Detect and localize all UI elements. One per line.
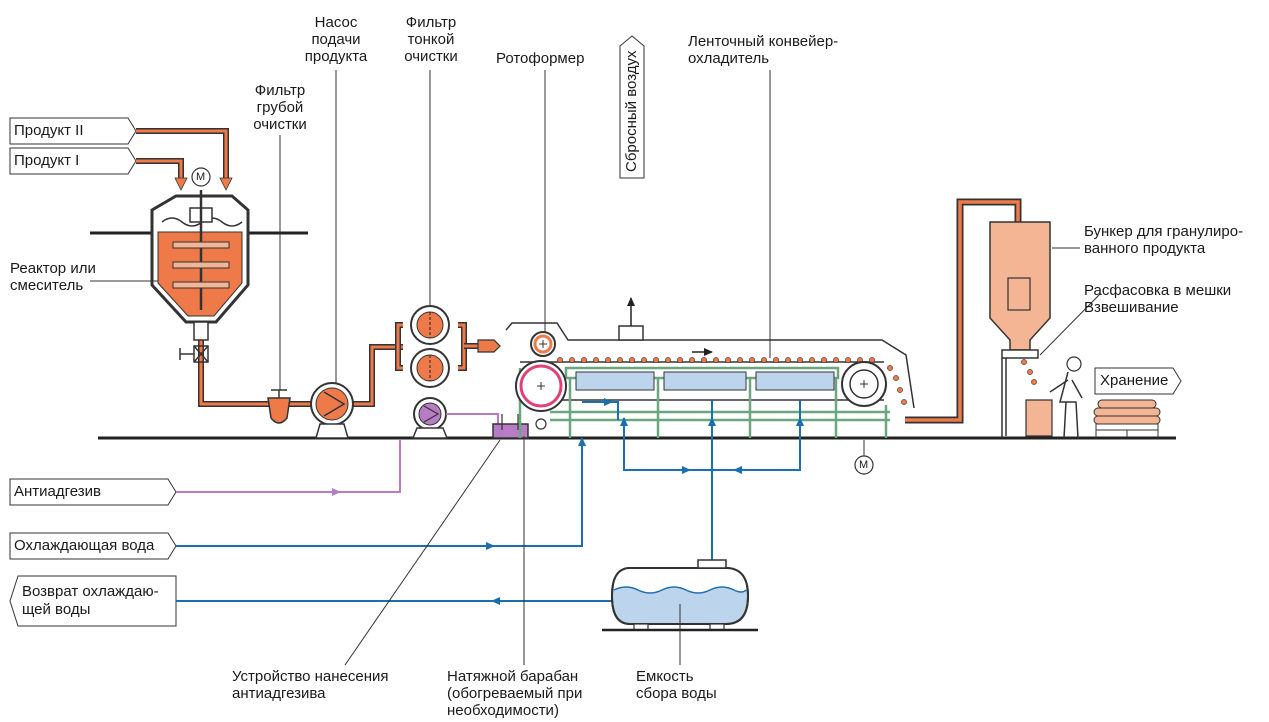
label-packing: Расфасовка в мешки Взвешивание [1084,282,1232,316]
antiadhesive-pump [411,397,449,439]
label-exhaust-air: Сбросный воздух [623,50,640,173]
label-cooling-water: Охлаждающая вода [14,537,155,554]
tag-return-water [9,575,177,627]
tag-product1 [9,147,137,175]
antiadhesive-tray [492,423,529,439]
antiadhesive-line [176,440,401,493]
conveyor-housing [505,322,915,409]
label-pump: Насос подачи продукта [304,14,368,65]
label-product1: Продукт I [14,152,80,169]
bunker [989,221,1051,438]
label-conveyor: Ленточный конвейер- охладитель [688,33,839,67]
arrow-product1 [174,177,188,191]
tag-product2 [9,117,137,145]
label-applicator: Устройство нанесения антиадгезива [232,668,389,702]
tag-exhaust-air [619,35,645,179]
label-fine-filter: Фильтр тонкой очистки [404,14,458,65]
label-bunker: Бункер для гранулиро- ванного продукта [1084,223,1244,257]
label-coarse-filter: Фильтр грубой очистки [253,82,307,133]
label-product2: Продукт II [14,122,84,139]
leader-lines [90,70,1101,666]
rotoformer [530,331,556,357]
exhaust-stub [618,325,644,341]
tag-antiadhesive [9,478,177,506]
label-tension-drum: Натяжной барабан (обогреваемый при необх… [447,668,583,719]
bag-and-worker [1025,356,1083,439]
water-tank [602,559,758,632]
label-rotoformer: Ротоформер [496,50,585,67]
label-water-tank: Емкость сбора воды [636,668,717,702]
tag-storage [1094,367,1182,395]
label-storage: Хранение [1100,372,1169,389]
storage-pallet [1093,399,1161,438]
product-pump [310,382,354,439]
label-return-water-2: щей воды [22,601,91,618]
tag-cooling-water [9,532,177,560]
drive-drum [841,361,887,407]
motor-symbol-reactor: M [196,171,206,183]
label-reactor: Реактор или смеситель [10,260,96,294]
feed-nozzle [477,339,501,353]
water-trays [575,371,835,391]
arrow-product2 [219,177,233,191]
label-return-water-1: Возврат охлаждаю- [22,583,159,600]
cooling-water-network [176,400,801,602]
reactor-motor [191,167,211,187]
label-antiadhesive: Антиадгезив [14,483,102,500]
fine-filters [410,305,450,388]
product-droplets [557,349,1037,405]
tension-drum [515,360,567,430]
motor-symbol-conveyor: M [859,459,869,471]
reactor [150,190,250,363]
coarse-filter [267,389,291,424]
